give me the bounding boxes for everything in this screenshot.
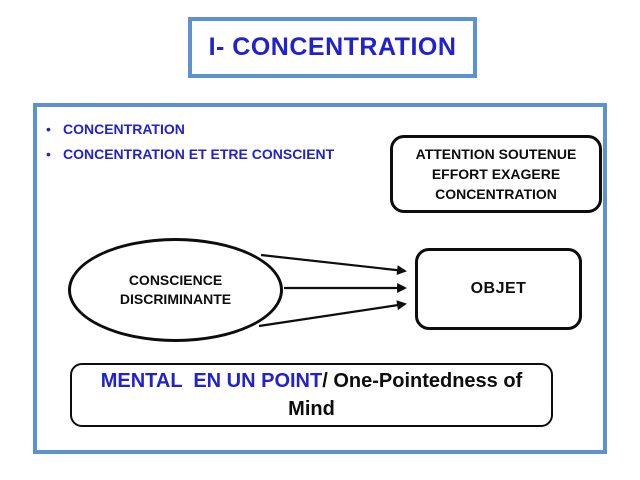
arrow-line-bottom	[258, 300, 407, 328]
mental-english-label: / One-Pointedness of Mind	[288, 370, 528, 420]
mental-french-label: MENTAL EN UN POINT	[100, 370, 323, 392]
attention-box: ATTENTION SOUTENUE EFFORT EXAGERE CONCEN…	[390, 135, 602, 213]
page-title: I- CONCENTRATION	[208, 33, 457, 61]
attention-box-line: CONCENTRATION	[435, 186, 557, 202]
ellipse-label-line: CONSCIENCE	[128, 272, 223, 288]
title-box: I- CONCENTRATION	[188, 17, 477, 78]
object-box: OBJET	[415, 248, 582, 330]
conscience-ellipse: CONSCIENCE DISCRIMINANTE	[68, 238, 283, 342]
bullet-dot-icon: •	[46, 146, 51, 162]
bullet-label: CONCENTRATION	[63, 121, 185, 137]
ellipse-label-line: DISCRIMINANTE	[119, 291, 232, 307]
bullet-label: CONCENTRATION ET ETRE CONSCIENT	[63, 146, 335, 162]
object-label: OBJET	[470, 280, 527, 297]
bullet-item: • CONCENTRATION ET ETRE CONSCIENT	[37, 142, 397, 167]
attention-box-line: ATTENTION SOUTENUE	[415, 146, 577, 162]
mental-box-text: MENTAL EN UN POINT/ One-Pointedness of M…	[76, 367, 547, 423]
content-panel: • CONCENTRATION • CONCENTRATION ET ETRE …	[33, 103, 607, 454]
bullet-dot-icon: •	[46, 121, 51, 137]
bullet-item: • CONCENTRATION	[37, 117, 397, 142]
mental-box: MENTAL EN UN POINT/ One-Pointedness of M…	[70, 363, 553, 427]
bullet-list: • CONCENTRATION • CONCENTRATION ET ETRE …	[37, 117, 397, 167]
attention-box-line: EFFORT EXAGERE	[431, 166, 561, 182]
arrow-line-top	[260, 253, 407, 276]
